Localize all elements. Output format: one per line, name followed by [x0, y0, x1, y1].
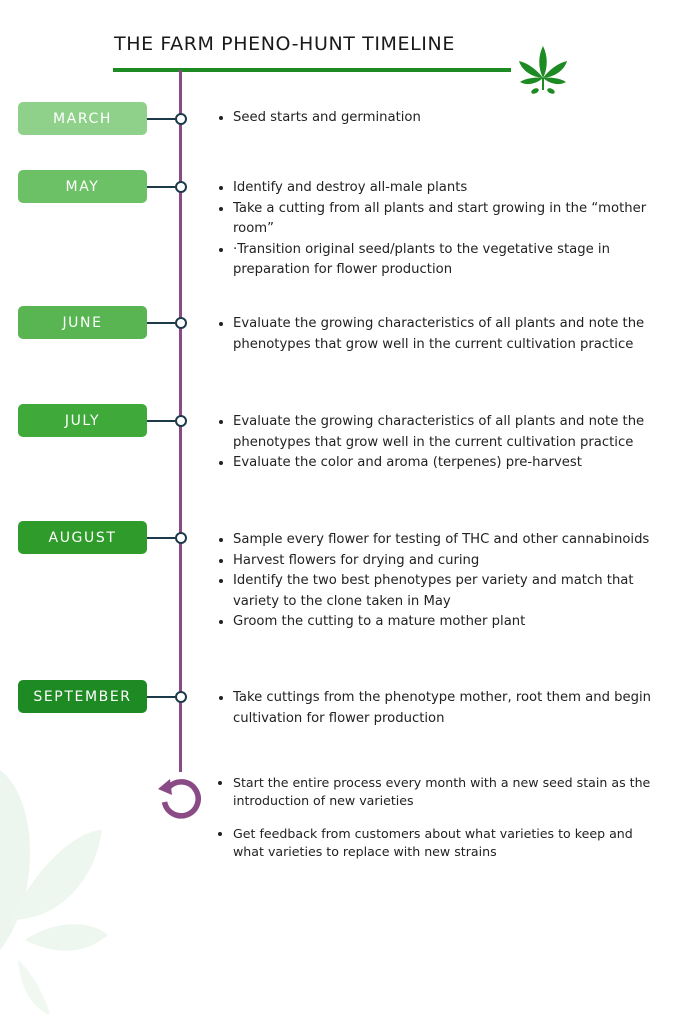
- month-july: JULY: [18, 404, 147, 437]
- list-item: Take cuttings from the phenotype mother,…: [233, 688, 663, 729]
- background-leaf-decoration: [0, 770, 108, 1015]
- list-item: Get feedback from customers about what v…: [233, 825, 663, 860]
- timeline-node: [175, 532, 187, 544]
- may-bullet-list: Identify and destroy all-male plants Tak…: [218, 178, 663, 281]
- september-bullet-list: Take cuttings from the phenotype mother,…: [218, 688, 663, 729]
- march-bullet-list: Seed starts and germination: [218, 108, 663, 129]
- cannabis-leaf-icon: [519, 46, 567, 94]
- timeline-node: [175, 691, 187, 703]
- timeline-node: [175, 317, 187, 329]
- list-item: Evaluate the growing characteristics of …: [233, 314, 663, 355]
- list-item: Identify the two best phenotypes per var…: [233, 571, 663, 612]
- july-bullet-list: Evaluate the growing characteristics of …: [218, 412, 663, 474]
- timeline-connector: [147, 537, 175, 539]
- list-item: Identify and destroy all-male plants: [233, 178, 663, 199]
- list-item: Groom the cutting to a mature mother pla…: [233, 612, 663, 633]
- timeline-connector: [147, 696, 175, 698]
- august-bullet-list: Sample every flower for testing of THC a…: [218, 530, 663, 633]
- list-item: Sample every flower for testing of THC a…: [233, 530, 663, 551]
- list-item: Evaluate the color and aroma (terpenes) …: [233, 453, 663, 474]
- month-may: MAY: [18, 170, 147, 203]
- list-item: Start the entire process every month wit…: [233, 774, 663, 809]
- timeline-connector: [147, 420, 175, 422]
- month-september: SEPTEMBER: [18, 680, 147, 713]
- timeline-connector: [147, 118, 175, 120]
- timeline-connector: [147, 186, 175, 188]
- page-title: THE FARM PHENO-HUNT TIMELINE: [114, 33, 455, 55]
- list-item: Harvest flowers for drying and curing: [233, 551, 663, 572]
- cycle-bullet-list: Start the entire process every month wit…: [218, 774, 663, 876]
- list-item: Take a cutting from all plants and start…: [233, 199, 663, 240]
- june-bullet-list: Evaluate the growing characteristics of …: [218, 314, 663, 355]
- title-underline: [113, 68, 511, 72]
- timeline-node: [175, 415, 187, 427]
- month-march: MARCH: [18, 102, 147, 135]
- timeline-node: [175, 181, 187, 193]
- list-item: Seed starts and germination: [233, 108, 663, 129]
- timeline-node: [175, 113, 187, 125]
- list-item: ·Transition original seed/plants to the …: [233, 240, 663, 281]
- list-item: Evaluate the growing characteristics of …: [233, 412, 663, 453]
- refresh-cycle-icon: [158, 779, 201, 819]
- month-june: JUNE: [18, 306, 147, 339]
- timeline-connector: [147, 322, 175, 324]
- month-august: AUGUST: [18, 521, 147, 554]
